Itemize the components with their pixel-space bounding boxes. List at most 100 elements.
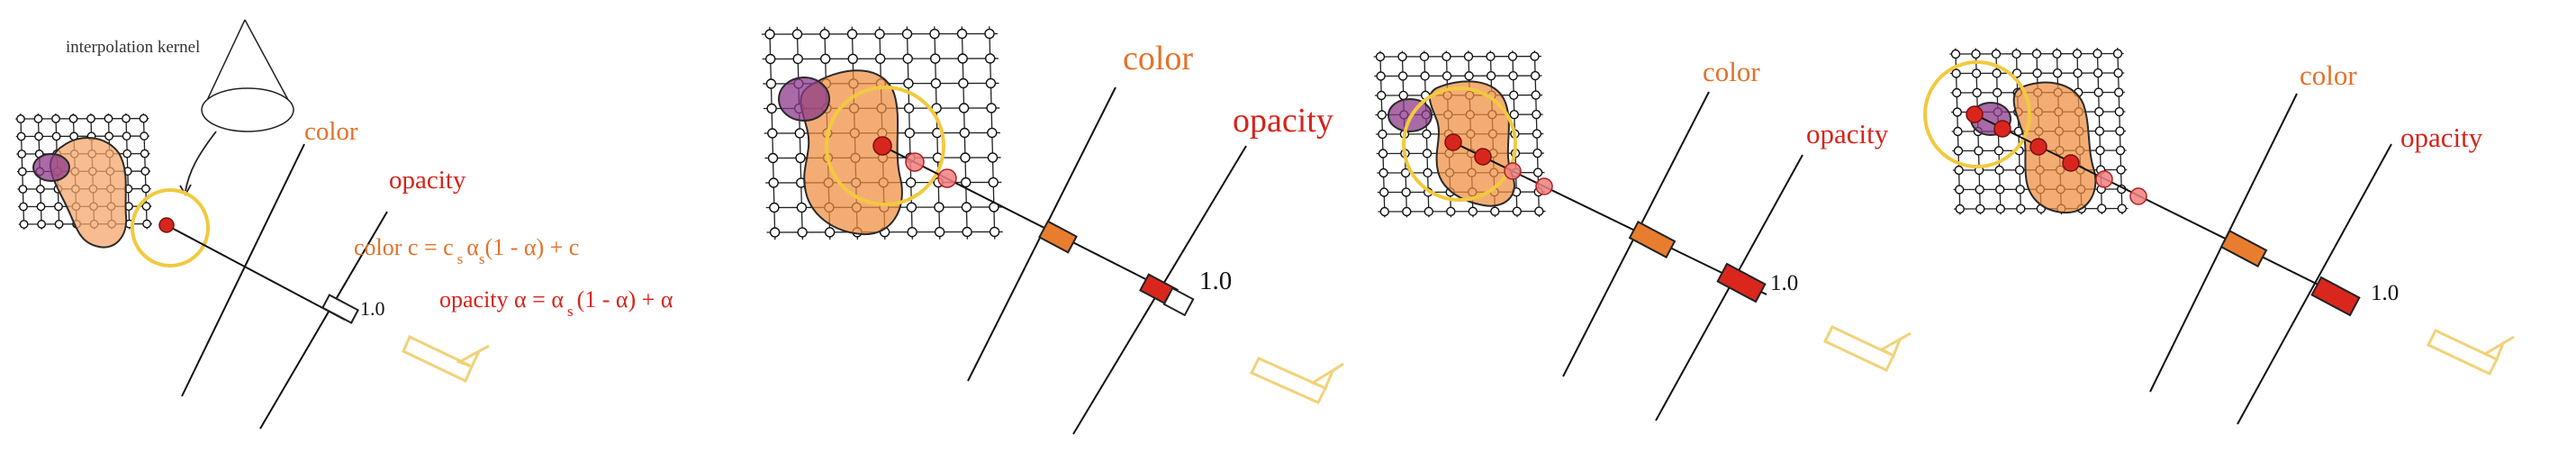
grid-node [140, 131, 149, 140]
grid-node [1952, 107, 1963, 117]
opacity-sample-box [2310, 276, 2361, 317]
grid-node [768, 177, 779, 188]
grid-node [51, 113, 60, 123]
grid-node [984, 28, 995, 40]
grid-node [906, 177, 917, 188]
grid-node [2113, 87, 2124, 97]
grid-node [1419, 51, 1430, 62]
grid-node [987, 127, 998, 139]
grid-node [984, 53, 996, 64]
grid-node [1420, 71, 1430, 81]
grid-node [985, 77, 997, 89]
grid-node [956, 28, 968, 40]
grid-node [929, 28, 940, 40]
accumulated-opacity-box [1162, 286, 1195, 317]
sample-point [2095, 170, 2113, 188]
grid-node [1953, 146, 1964, 156]
grid-node [1376, 90, 1387, 101]
grid-node [1422, 149, 1433, 159]
grid-node [2115, 126, 2125, 136]
grid-node [17, 167, 27, 177]
grid-node [2094, 126, 2105, 136]
grid-node [901, 28, 913, 40]
grid-node [797, 227, 808, 238]
grid-node [934, 202, 945, 213]
grid-node [140, 167, 150, 176]
color-sample-box [1628, 221, 1677, 258]
purple-blob [778, 77, 830, 122]
grid-node [906, 202, 917, 213]
grid-node [1534, 206, 1544, 216]
grid-node [1422, 129, 1432, 140]
grid-node [1508, 70, 1518, 81]
grid-node [1994, 165, 2004, 176]
panel-4: 1.0 color opacity [1923, 48, 2515, 425]
grid-node [986, 103, 997, 113]
viewing-ray [166, 224, 346, 321]
grid-node [2095, 145, 2105, 156]
grid-node [1490, 206, 1500, 216]
grid-node [1953, 126, 1963, 137]
grid-node [140, 184, 150, 194]
sample-point [872, 136, 892, 156]
cone-icon [201, 19, 294, 132]
grid-node [68, 113, 78, 123]
grid-node [1486, 51, 1496, 61]
grid-node [2015, 185, 2025, 195]
orange-blob [50, 136, 128, 249]
grid-node [958, 103, 970, 113]
grid-node [2116, 165, 2126, 175]
grid-node [1398, 90, 1408, 101]
kernel-pointer-arrow [185, 131, 217, 192]
grid-node [1971, 68, 1982, 78]
grid-node [1975, 204, 1985, 214]
panel-2: 1.0 color opacity [761, 26, 1344, 435]
grid-node [930, 77, 942, 89]
grid-node [18, 185, 28, 194]
color-axis [181, 143, 305, 397]
grid-node [2031, 49, 2042, 59]
grid-node [1378, 129, 1387, 140]
grid-node [1532, 109, 1541, 120]
color-sample-box [2219, 230, 2268, 267]
grid-node [33, 114, 43, 123]
accumulated-opacity-box [321, 294, 360, 324]
sample-point [2129, 187, 2147, 205]
grid-node [2093, 87, 2103, 97]
opacity-label: opacity [389, 166, 466, 195]
sample-point [1444, 133, 1462, 151]
grid-node [1442, 71, 1452, 81]
grid-node [1975, 185, 1984, 195]
grid-node [2092, 49, 2102, 59]
grid-node [2014, 165, 2025, 176]
grid-node [847, 53, 858, 64]
grid-node [903, 103, 915, 113]
color-sample-box [1038, 220, 1078, 254]
opacity-axis [259, 211, 388, 430]
grid-node [764, 29, 775, 40]
grid-node [2052, 68, 2063, 78]
grid-node [796, 202, 808, 213]
opacity-sample-box [1716, 262, 1767, 304]
panel-3: 1.0 color opacity [1373, 50, 1912, 421]
grid-node [1446, 206, 1456, 217]
grid-node [1991, 49, 2002, 59]
grid-node [1377, 110, 1387, 120]
grid-node [1378, 187, 1389, 197]
grid-node [2117, 204, 2128, 213]
sample-point [2029, 138, 2047, 156]
opacity-label: opacity [1233, 102, 1333, 140]
value-label: 1.0 [1770, 271, 1798, 295]
hollow-arrow-icon [402, 334, 490, 384]
grid-node [1995, 204, 2006, 214]
grid-node [1376, 71, 1386, 81]
grid-node [874, 29, 885, 40]
sample-point [1504, 162, 1522, 180]
grid-node [961, 202, 972, 213]
grid-node [846, 29, 858, 40]
grid-node [1512, 206, 1523, 216]
sample-point [158, 217, 175, 233]
grid-node [1402, 206, 1412, 217]
